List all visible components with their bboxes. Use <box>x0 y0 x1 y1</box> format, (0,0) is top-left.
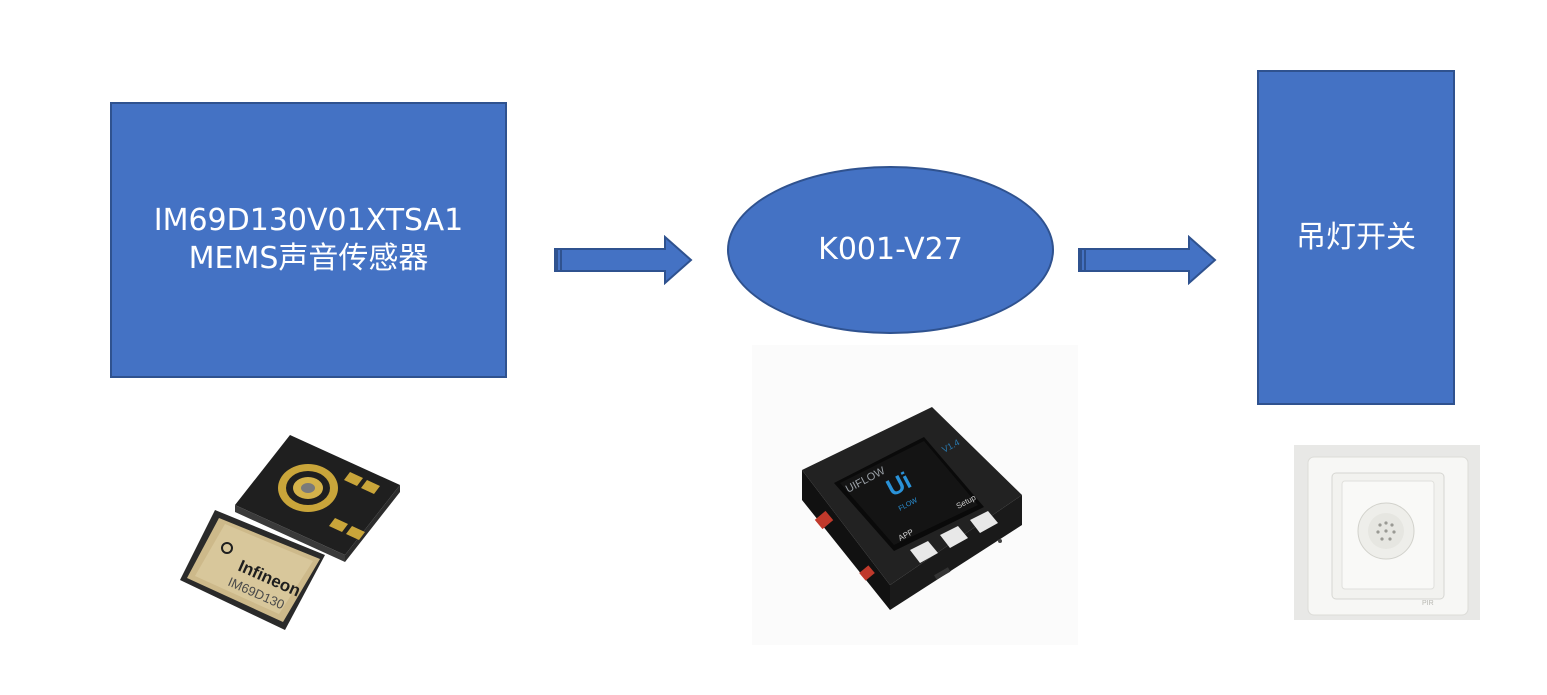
mems-microphone-photo: Infineon IM69D130 <box>180 435 400 630</box>
wall-switch-photo: PIR <box>1294 445 1480 620</box>
sensor-label-line-1: IM69D130V01XTSA1 <box>153 203 464 238</box>
controller-device-photo: UIFLOW V1.4 Ui FLOW APP Setup <box>752 345 1078 645</box>
switch-brand-text: PIR <box>1422 600 1434 607</box>
sensor-node: IM69D130V01XTSA1 MEMS声音传感器 <box>110 102 507 378</box>
controller-label: K001-V27 <box>818 232 963 267</box>
sensor-label-line-2: MEMS声音传感器 <box>188 241 429 276</box>
controller-node: K001-V27 <box>727 166 1054 334</box>
switch-label: 吊灯开关 <box>1296 219 1416 255</box>
arrow-sensor-to-controller <box>554 235 693 285</box>
switch-node: 吊灯开关 <box>1257 70 1455 405</box>
arrow-controller-to-switch <box>1078 235 1217 285</box>
